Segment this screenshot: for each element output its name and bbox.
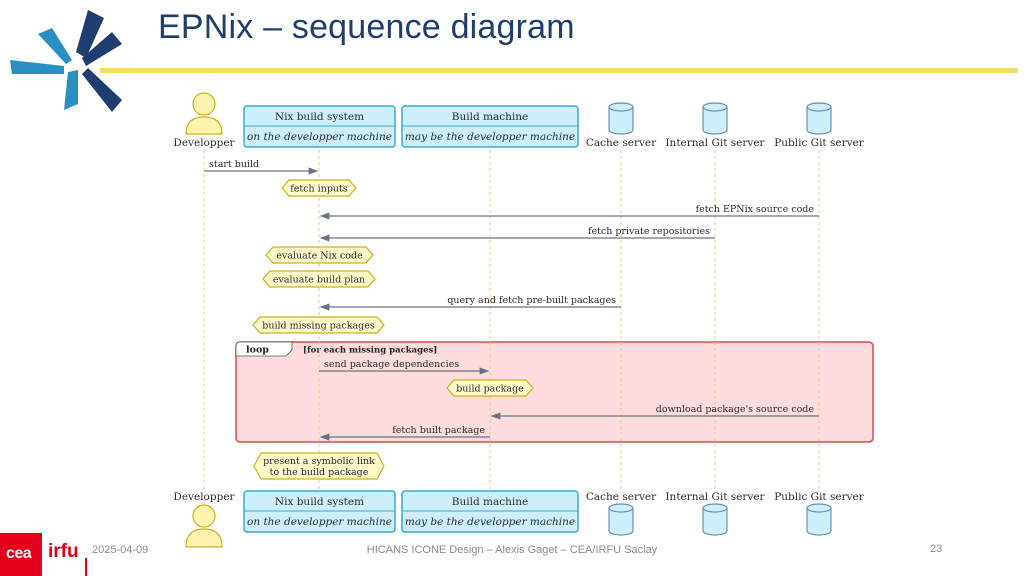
logo-blade-6 — [38, 28, 72, 64]
participant-name: Internal Git server — [665, 491, 765, 503]
title-rule — [100, 68, 1018, 73]
logo-blade-5 — [10, 60, 64, 74]
loop-tab — [235, 341, 293, 357]
irfu-logo-bar — [85, 558, 87, 576]
note-text: evaluate Nix code — [276, 251, 363, 262]
participant-name: Cache server — [586, 137, 657, 149]
participant-subtitle: on the developper machine — [247, 516, 392, 528]
slide-title: EPNix – sequence diagram — [158, 8, 575, 46]
database-internal-git-server-bottom: Internal Git server — [665, 491, 766, 536]
institute-logo — [10, 10, 122, 112]
message-label: send package dependencies — [324, 359, 459, 370]
logo-blade-4 — [64, 70, 78, 110]
participant-subtitle: on the developper machine — [247, 131, 392, 143]
participant-name: Nix build system — [275, 496, 364, 508]
note-text: build missing packages — [262, 321, 375, 332]
note-text: present a symbolic link — [263, 456, 375, 467]
loop-fragment: loop [for each missing packages] — [235, 341, 874, 443]
participant-nix-build-system-bottom: Nix build system on the developper machi… — [243, 490, 396, 533]
database-public-git-server-top: Public Git server — [774, 102, 865, 149]
message-fetch-built-package: fetch built package — [319, 425, 490, 441]
loop-condition: [for each missing packages] — [303, 346, 437, 356]
logo-blade-3 — [82, 68, 122, 112]
message-label: start build — [209, 159, 259, 170]
note-text: build package — [456, 384, 524, 395]
note-fetch-inputs: fetch inputs — [281, 179, 357, 197]
participant-name: Developper — [173, 137, 235, 149]
note-text: evaluate build plan — [273, 275, 365, 286]
participant-name: Developper — [173, 491, 235, 503]
note-text: to the build package — [270, 467, 369, 478]
lifelines — [203, 150, 820, 490]
message-fetch-epnix-source-code: fetch EPNix source code — [319, 204, 819, 220]
participant-name: Build machine — [452, 496, 528, 508]
page-number: 23 — [930, 543, 943, 555]
participant-name: Public Git server — [774, 491, 865, 503]
logo-blade-1 — [76, 10, 104, 58]
note-build-package: build package — [446, 379, 534, 397]
loop-keyword: loop — [246, 345, 269, 356]
message-download-package-source-code: download package's source code — [490, 404, 819, 420]
participant-build-machine-top: Build machine may be the developper mach… — [401, 105, 579, 148]
notes: fetch inputs evaluate Nix code evaluate … — [252, 179, 534, 480]
loop-frame — [235, 341, 874, 443]
note-evaluate-nix-code: evaluate Nix code — [265, 246, 374, 264]
actor-head — [192, 504, 216, 528]
participant-subtitle: may be the developper machine — [405, 131, 575, 143]
participants-top: Developper Nix build system on the devel… — [173, 92, 865, 149]
message-send-package-dependencies: send package dependencies — [319, 359, 490, 375]
participant-subtitle: may be the developper machine — [405, 516, 575, 528]
note-build-missing-packages: build missing packages — [252, 316, 385, 334]
participant-name: Build machine — [452, 111, 528, 123]
actor-head — [192, 92, 216, 116]
cea-logo — [0, 533, 42, 576]
message-label: download package's source code — [656, 404, 815, 415]
message-label: fetch built package — [392, 425, 485, 436]
note-text: fetch inputs — [290, 184, 348, 195]
actor-developper-bottom: Developper — [173, 491, 236, 548]
database-cache-server-bottom: Cache server — [586, 491, 657, 536]
participants-bottom: Developper Nix build system on the devel… — [173, 490, 865, 548]
note-present-symbolic-link: present a symbolic link to the build pac… — [253, 452, 385, 480]
messages: start build fetch EPNix source code fetc… — [204, 159, 819, 441]
actor-body — [185, 116, 223, 135]
participant-name: Public Git server — [774, 137, 865, 149]
note-evaluate-build-plan: evaluate build plan — [262, 270, 376, 288]
footer-text: HICANS ICONE Design – Alexis Gaget – CEA… — [366, 544, 658, 556]
message-label: query and fetch pre-built packages — [447, 295, 616, 306]
message-start-build: start build — [204, 159, 319, 175]
participant-nix-build-system-top: Nix build system on the developper machi… — [243, 105, 396, 148]
irfu-logo-text: irfu — [48, 541, 79, 562]
participant-build-machine-bottom: Build machine may be the developper mach… — [401, 490, 579, 533]
cea-logo-text: cea — [6, 545, 32, 562]
participant-name: Internal Git server — [665, 137, 765, 149]
database-cache-server-top: Cache server — [586, 102, 657, 149]
participant-name: Nix build system — [275, 111, 364, 123]
actor-developper-top: Developper — [173, 92, 236, 149]
message-label: fetch EPNix source code — [696, 204, 815, 215]
actor-body — [185, 528, 223, 548]
message-fetch-private-repositories: fetch private repositories — [319, 226, 715, 242]
message-query-and-fetch-pre-built-packages: query and fetch pre-built packages — [319, 295, 621, 311]
logo-blade-2 — [82, 32, 122, 66]
database-internal-git-server-top: Internal Git server — [665, 102, 766, 149]
message-label: fetch private repositories — [588, 226, 710, 237]
database-public-git-server-bottom: Public Git server — [774, 491, 865, 536]
participant-name: Cache server — [586, 491, 657, 503]
footer-date: 2025-04-09 — [92, 544, 149, 556]
